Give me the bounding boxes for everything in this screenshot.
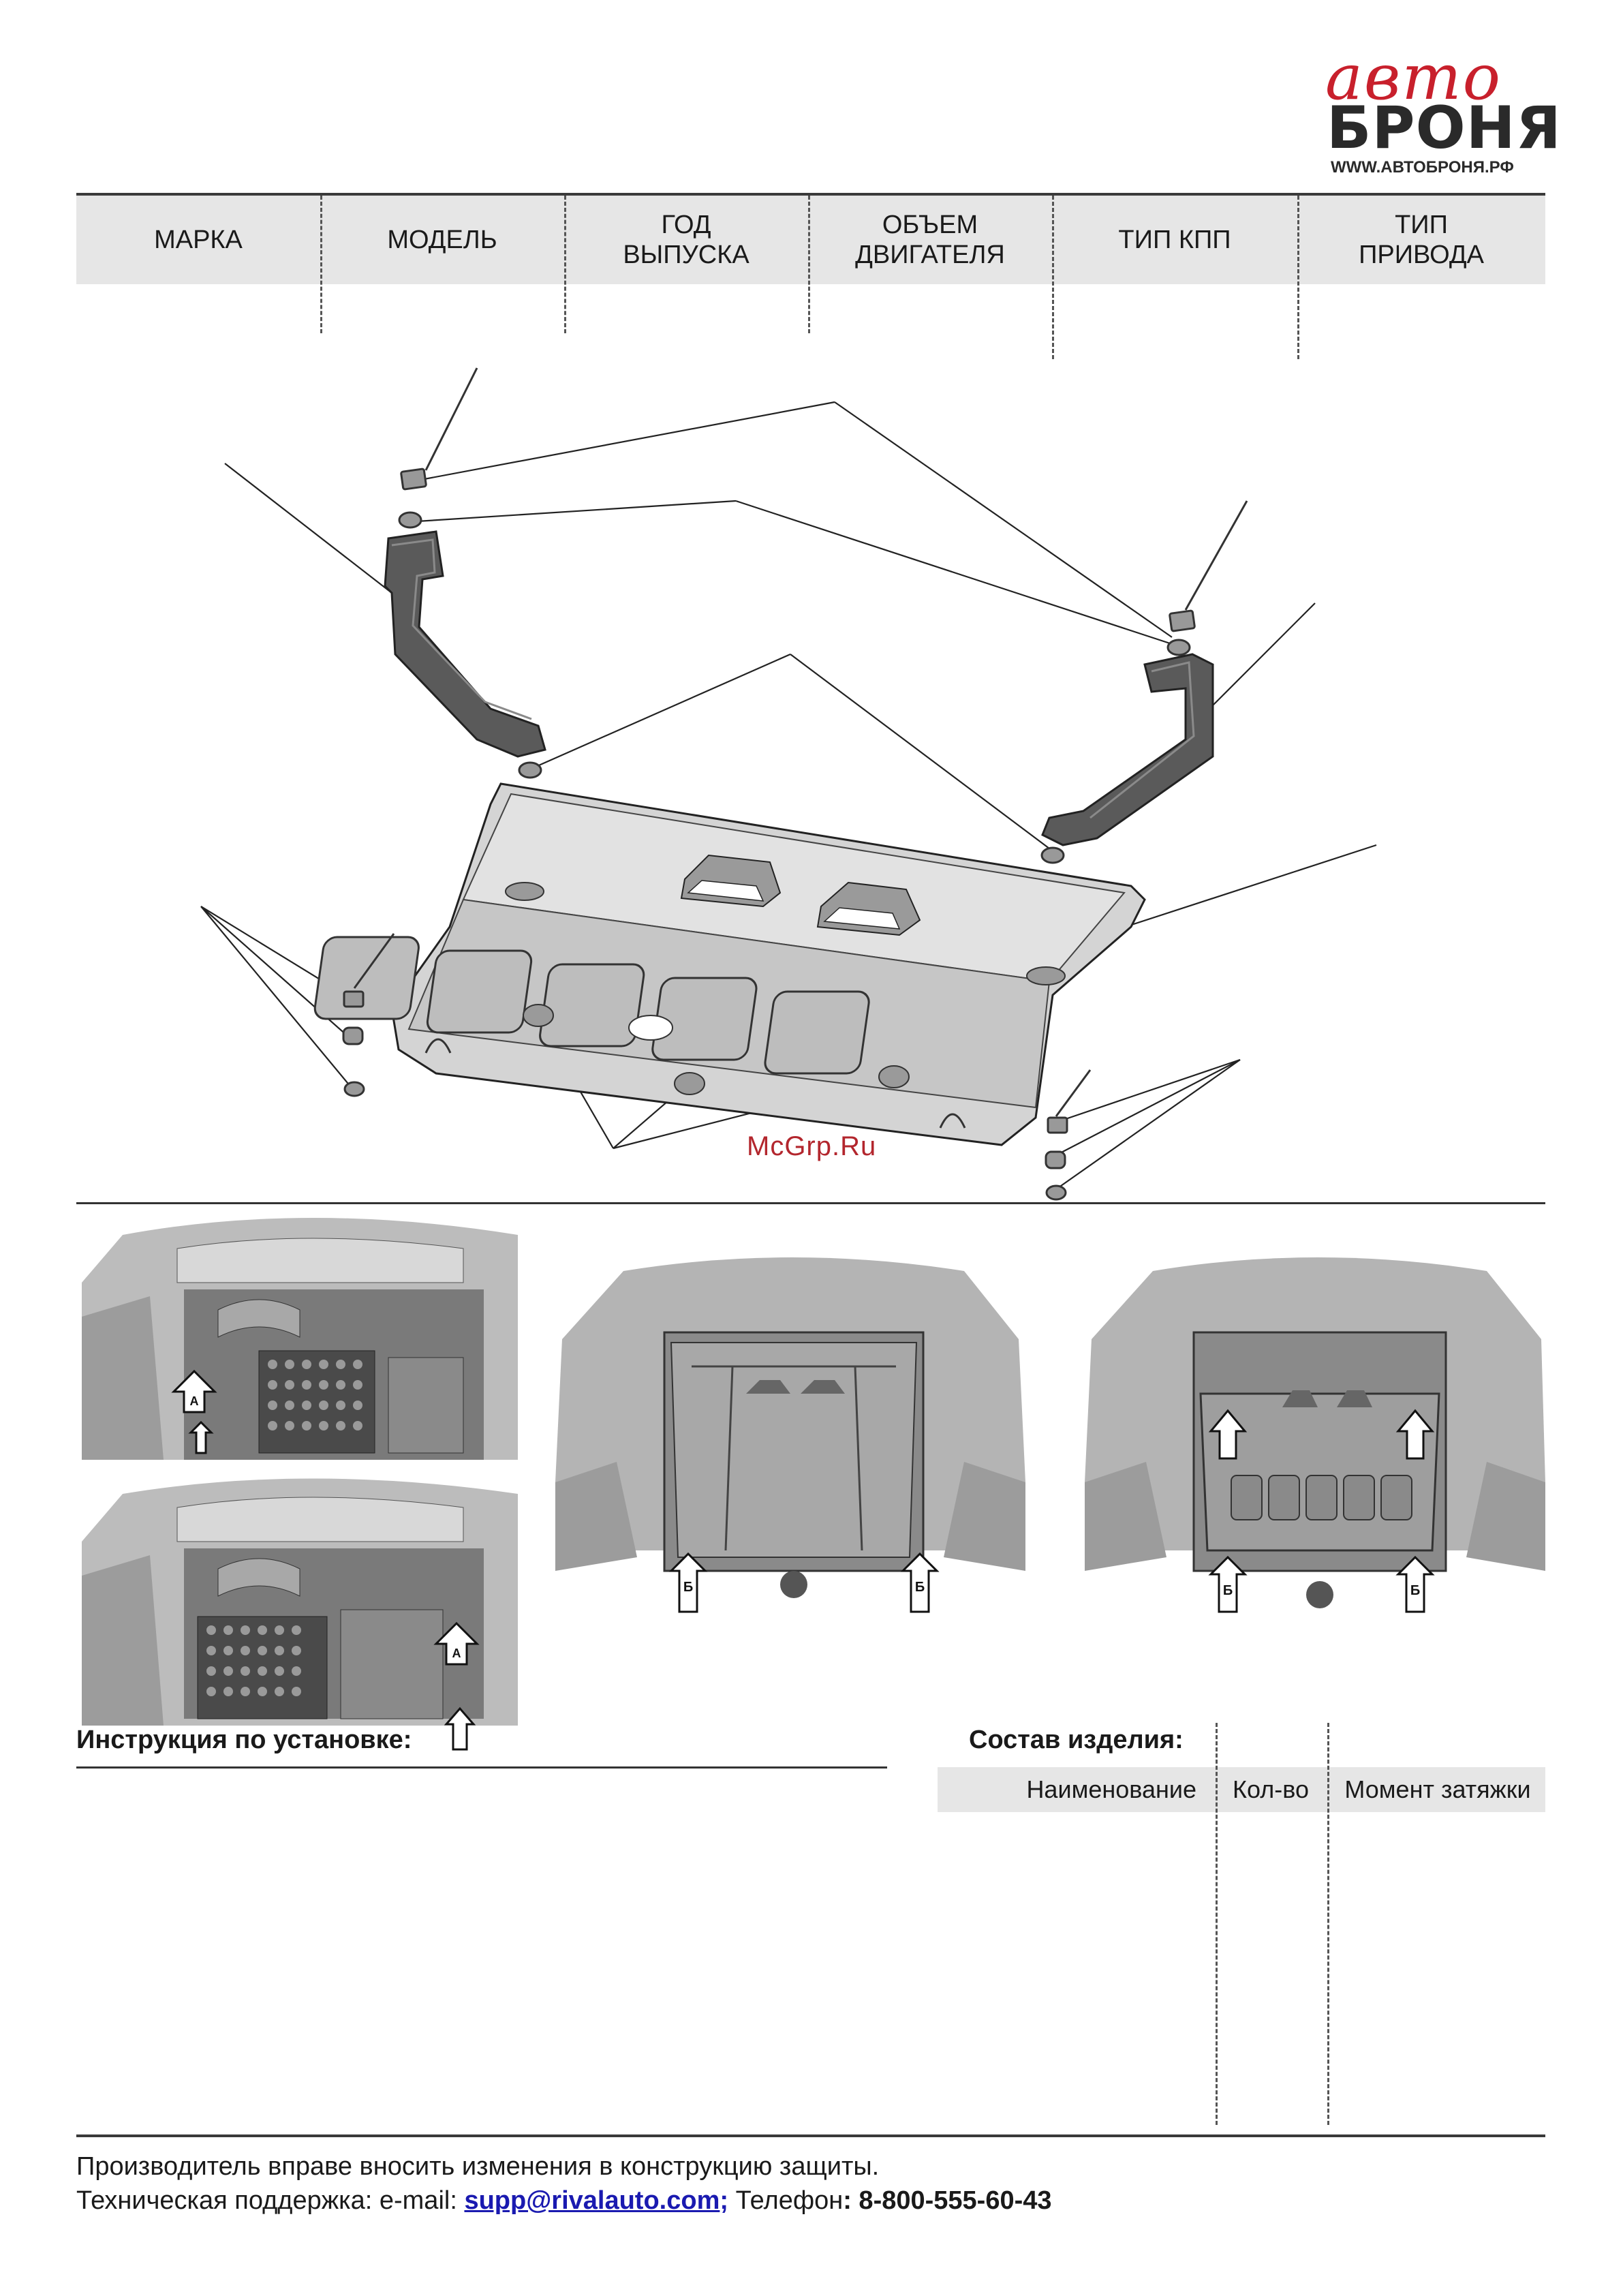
composition-col-qty: Кол-во <box>1233 1775 1309 1803</box>
marker-b-label: Б <box>683 1580 693 1595</box>
marker-a-label: А <box>190 1394 199 1408</box>
brand-logo: авто БРОНЯ WWW.АВТОБРОНЯ.РФ <box>1305 41 1561 177</box>
header-divider <box>320 196 322 333</box>
header-col-year: ГОД ВЫПУСКА <box>623 211 749 269</box>
header-col-gearbox: ТИП КПП <box>1118 226 1231 254</box>
instructions-rule <box>76 1766 887 1769</box>
logo-script-text: авто <box>1325 41 1502 114</box>
header-divider <box>1052 196 1054 359</box>
exploded-assembly-diagram <box>200 367 1377 1201</box>
support-prefix: Техническая поддержка: e-mail: <box>76 2186 465 2215</box>
support-email-link[interactable]: supp@rivalauto.com <box>464 2186 720 2215</box>
watermark-text: McGrp.Ru <box>747 1131 877 1161</box>
email-separator: ; <box>720 2186 729 2215</box>
composition-col-name: Наименование <box>1026 1775 1196 1803</box>
instructions-title: Инструкция по установке: <box>76 1726 412 1754</box>
marker-b-label: Б <box>915 1580 925 1595</box>
logo-url: WWW.АВТОБРОНЯ.РФ <box>1331 158 1514 177</box>
composition-header-band <box>938 1767 1545 1812</box>
footer-support: Техническая поддержка: e-mail: supp@riva… <box>76 2186 1052 2216</box>
header-divider <box>808 196 810 333</box>
composition-divider <box>1216 1723 1218 2125</box>
header-col-drive: ТИП ПРИВОДА <box>1359 211 1484 269</box>
support-phone: : 8-800-555-60-43 <box>843 2186 1052 2215</box>
header-divider <box>564 196 566 333</box>
header-col-engine: ОБЪЕМ ДВИГАТЕЛЯ <box>855 211 1005 269</box>
section-rule <box>76 1202 1545 1204</box>
marker-b-label: Б <box>1223 1583 1233 1598</box>
logo-main-text: БРОНЯ <box>1327 94 1562 162</box>
header-col-model: МОДЕЛЬ <box>387 226 497 254</box>
header-top-rule <box>76 193 1545 196</box>
install-photo-1: А <box>82 1208 525 1460</box>
marker-b-label: Б <box>1410 1583 1420 1598</box>
up-arrow-icon <box>444 1706 476 1751</box>
marker-a-label: А <box>452 1647 461 1660</box>
install-photo-2: А <box>82 1473 525 1726</box>
footer-disclaimer: Производитель вправе вносить изменения в… <box>76 2152 880 2181</box>
footer-rule <box>76 2134 1545 2137</box>
composition-divider <box>1327 1723 1329 2125</box>
composition-col-torque: Момент затяжки <box>1344 1775 1531 1803</box>
install-photo-4: Б Б <box>1085 1257 1545 1639</box>
header-divider <box>1297 196 1299 359</box>
composition-title: Состав изделия: <box>969 1726 1184 1754</box>
install-photo-3: Б Б <box>555 1257 1025 1639</box>
header-col-brand: МАРКА <box>154 226 243 254</box>
phone-prefix: Телефон <box>728 2186 844 2215</box>
